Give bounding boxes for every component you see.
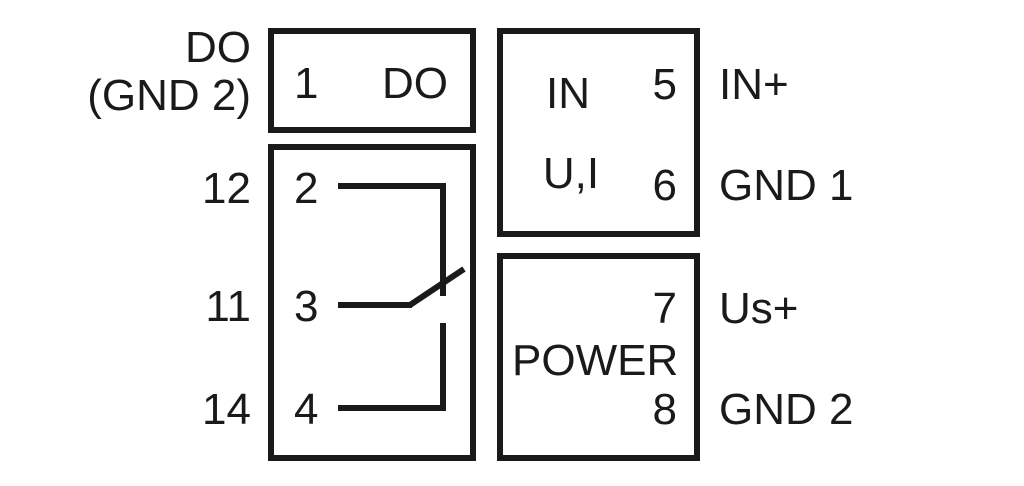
left-label-terminal-12: 12 bbox=[202, 164, 251, 213]
do-block-outline bbox=[268, 28, 476, 133]
input-block-outline bbox=[497, 28, 700, 237]
power-block-outline bbox=[497, 253, 700, 461]
input-block-name-line2: U,I bbox=[543, 149, 599, 198]
left-label-do-gnd2: (GND 2) bbox=[87, 71, 251, 120]
relay-block-outline bbox=[268, 144, 476, 461]
relay-wire-terminal-2 bbox=[338, 183, 446, 296]
left-label-terminal-11: 11 bbox=[205, 282, 251, 331]
do-block-name: DO bbox=[382, 59, 448, 108]
right-label-in-plus: IN+ bbox=[719, 60, 789, 109]
right-label-us-plus: Us+ bbox=[719, 284, 798, 333]
left-label-terminal-14: 14 bbox=[202, 385, 251, 434]
power-block-name: POWER bbox=[512, 336, 678, 385]
relay-terminal-number-3: 3 bbox=[294, 282, 318, 331]
power-terminal-number-8: 8 bbox=[653, 385, 677, 434]
right-label-gnd-2: GND 2 bbox=[719, 385, 853, 434]
do-block-terminal-number: 1 bbox=[294, 59, 318, 108]
relay-wire-terminal-4 bbox=[338, 323, 446, 411]
left-label-do: DO bbox=[185, 23, 251, 72]
input-terminal-number-5: 5 bbox=[653, 60, 677, 109]
right-label-gnd-1: GND 1 bbox=[719, 161, 853, 210]
relay-terminal-number-2: 2 bbox=[294, 164, 318, 213]
input-block-name-line1: IN bbox=[546, 69, 590, 118]
input-terminal-number-6: 6 bbox=[653, 161, 677, 210]
relay-terminal-number-4: 4 bbox=[294, 385, 318, 434]
power-terminal-number-7: 7 bbox=[653, 284, 677, 333]
relay-switch-blade bbox=[408, 266, 466, 308]
